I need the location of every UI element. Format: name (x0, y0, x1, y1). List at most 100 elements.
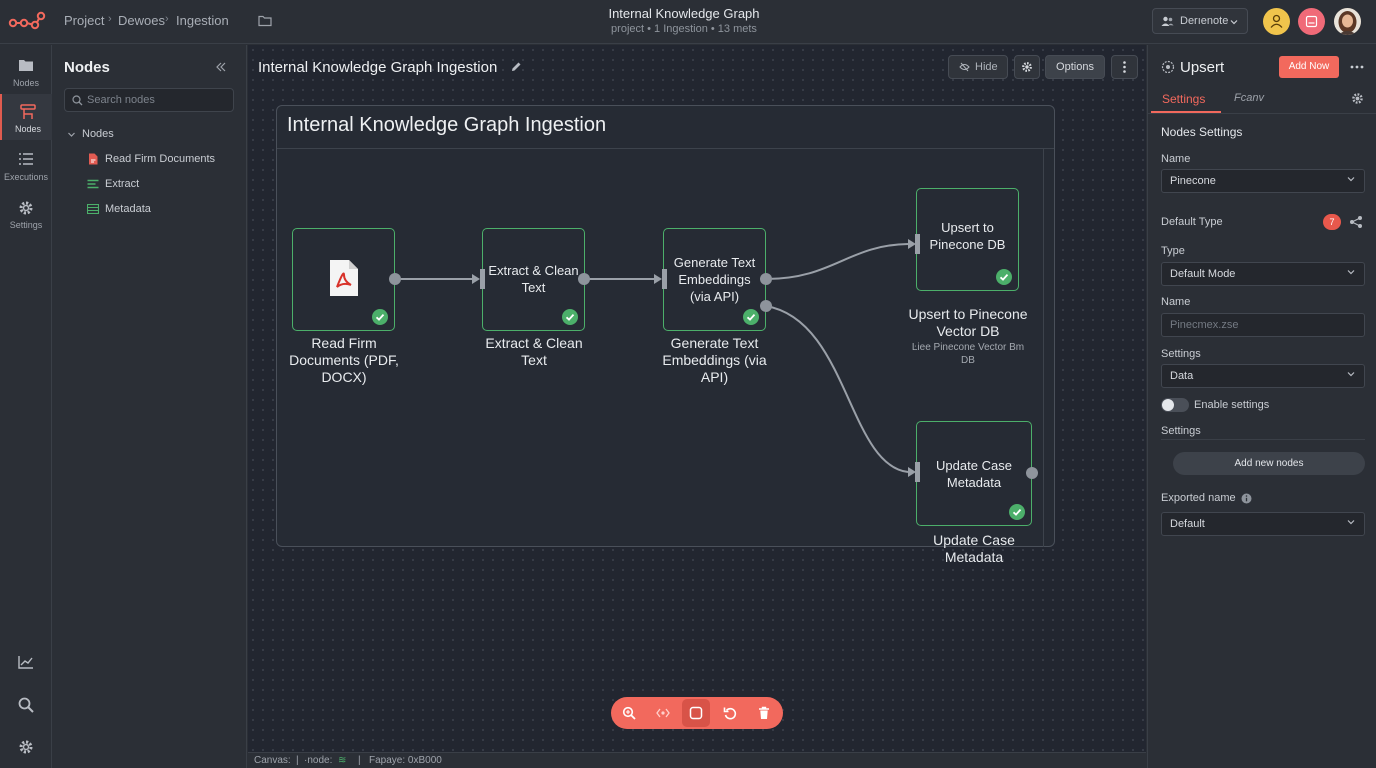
connection-line (765, 243, 909, 280)
node-settings-panel: Upsert Add Now Settings Fcanv Nodes Sett… (1147, 45, 1376, 768)
collapse-panel-icon[interactable] (215, 62, 227, 72)
workflow-icon (20, 104, 36, 119)
success-check-icon (743, 309, 759, 325)
exported-name-select[interactable]: Default (1161, 512, 1365, 536)
list-icon (19, 153, 33, 165)
status-bar: Canvas: | ·node: ≋ | Fapaye: 0xB000 (248, 752, 1146, 768)
notifications-avatar[interactable] (1298, 8, 1325, 35)
share-nodes-icon[interactable] (1349, 215, 1363, 229)
node-caption: Generate Text Embeddings (via API) (662, 335, 767, 385)
breadcrumb-project[interactable]: Project (64, 13, 105, 28)
share-button[interactable]: Derıenote (1152, 8, 1248, 34)
search-input[interactable] (87, 92, 227, 108)
name-input[interactable] (1161, 313, 1365, 337)
breadcrumb-dewoes[interactable]: Dewoes (118, 13, 165, 28)
tree-root-label: Nodes (82, 128, 114, 140)
zoom-button[interactable] (615, 699, 643, 727)
info-icon[interactable] (1241, 493, 1252, 504)
tree-item-label: Read Firm Documents (105, 153, 216, 165)
gear-icon[interactable] (18, 739, 34, 755)
edit-pencil-icon[interactable] (510, 61, 522, 73)
rail-item-nodes[interactable]: Nodes (0, 48, 52, 94)
node-extract-clean-text[interactable]: Extract & Clean Text (482, 228, 585, 331)
more-horizontal-icon[interactable] (1350, 65, 1364, 69)
settings-select[interactable]: Data (1161, 364, 1365, 388)
analytics-icon[interactable] (18, 655, 34, 669)
delete-button[interactable] (750, 699, 778, 727)
output-port (578, 273, 590, 285)
type-select[interactable]: Default Mode (1161, 262, 1365, 286)
user-avatar[interactable] (1263, 8, 1290, 35)
folder-icon[interactable] (258, 14, 272, 27)
rail-item-workflow[interactable]: Nodes (0, 94, 52, 140)
toggle-label: Enable settings (1194, 399, 1270, 411)
section-title: Nodes Settings (1161, 125, 1243, 139)
tab-settings[interactable]: Settings (1162, 92, 1206, 106)
profile-avatar[interactable] (1334, 8, 1361, 35)
search-icon[interactable] (18, 697, 34, 713)
tab-secondary[interactable]: Fcanv (1234, 92, 1264, 104)
rail-item-label: Nodes (12, 78, 39, 88)
rail-item-settings[interactable]: Settings (0, 190, 52, 236)
status-canvas-label: Canvas: (254, 755, 291, 766)
workflow-canvas[interactable]: Internal Knowledge Graph Ingestion Hide … (248, 45, 1146, 752)
tree-item-extract[interactable]: Extract (87, 177, 237, 193)
connections-layer (395, 239, 916, 477)
workflow-subtitle: project • 1 Ingestion • 13 mets (611, 23, 757, 35)
workflow-title: Internal Knowledge Graph (608, 6, 760, 21)
field-label: Name (1161, 153, 1191, 165)
node-caption-sub: Ŀiee Pinecone Vector Bm DB (911, 342, 1025, 366)
name-select[interactable]: Pinecone (1161, 169, 1365, 193)
tree-item-read-firm-documents[interactable]: Read Firm Documents (87, 152, 237, 168)
node-generate-embeddings[interactable]: Generate Text Embeddings (via API) (663, 228, 766, 331)
chevron-down-icon (1347, 372, 1355, 377)
enable-settings-toggle[interactable] (1161, 398, 1189, 412)
chevron-down-icon (1347, 177, 1355, 182)
select-tool-button[interactable] (682, 699, 710, 727)
table-icon (87, 204, 99, 214)
profile-photo-icon (1334, 8, 1361, 35)
tree-item-label: Extract (105, 178, 140, 190)
node-caption: Read Firm Documents (PDF, DOCX) (289, 335, 399, 385)
undo-button[interactable] (716, 699, 744, 727)
hide-button-label: Hide (975, 61, 998, 73)
node-update-case-metadata[interactable]: Update Case Metadata (916, 421, 1032, 526)
canvas-title: Internal Knowledge Graph Ingestion (258, 59, 498, 76)
add-new-nodes-button[interactable]: Add new nodes (1173, 452, 1365, 475)
rail-item-executions[interactable]: Executions (0, 142, 52, 188)
select-value: Default Mode (1170, 268, 1236, 280)
chevron-down-icon (1347, 520, 1355, 525)
fit-view-button[interactable] (649, 699, 677, 727)
tree-item-metadata[interactable]: Metadata (87, 202, 237, 218)
success-check-icon (562, 309, 578, 325)
node-label: Generate Text Embeddings (via API) (673, 255, 756, 304)
add-now-button[interactable]: Add Now (1279, 56, 1339, 78)
status-canvas-value: | (296, 755, 299, 766)
input-port (915, 234, 920, 254)
node-read-firm-documents[interactable] (292, 228, 395, 331)
canvas-toolbar (611, 697, 783, 729)
breadcrumb-ingestion[interactable]: Ingestion (176, 13, 229, 28)
tree-root-nodes[interactable]: Nodes (65, 127, 235, 143)
share-button-label: Derıenote (1180, 15, 1229, 27)
nodes-panel-title: Nodes (64, 59, 110, 76)
node-label: Extract & Clean Text (488, 263, 579, 295)
toggle-knob (1162, 399, 1174, 411)
active-tab-indicator (1151, 111, 1221, 113)
hide-button[interactable]: Hide (948, 55, 1008, 79)
gear-icon (19, 201, 33, 215)
gear-icon[interactable] (1351, 92, 1364, 105)
field-label: Settings (1161, 348, 1201, 360)
canvas-settings-button[interactable] (1014, 55, 1040, 79)
arrow-head-icon (472, 274, 480, 284)
divider (1161, 439, 1365, 440)
pdf-file-icon (89, 153, 98, 165)
select-value: Default (1170, 518, 1205, 530)
field-label: Exported name (1161, 492, 1236, 504)
more-menu-button[interactable] (1111, 55, 1138, 79)
options-button[interactable]: Options (1045, 55, 1105, 79)
app-logo-icon[interactable] (8, 10, 46, 32)
status-version: Fapaye: 0xB000 (369, 755, 442, 766)
panel-title: Upsert (1180, 59, 1225, 76)
node-upsert-pinecone[interactable]: Upsert to Pinecone DB (916, 188, 1019, 291)
